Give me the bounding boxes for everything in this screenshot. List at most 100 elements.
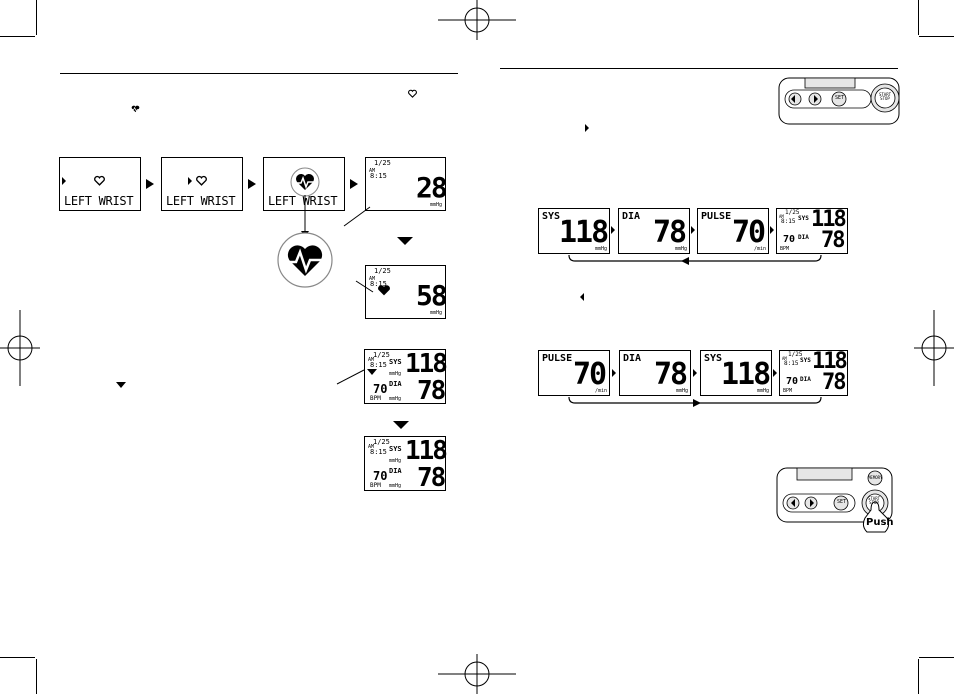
set-button-label: SET [837,499,847,505]
dia-label: DIA [389,380,402,388]
crop-mark [0,36,35,37]
callout-line [343,206,371,227]
lcd-sys-screen: SYS 118 mmHg [700,350,772,396]
lcd-ampm: AM [368,444,375,450]
inflate-unit: mmHg [430,202,443,208]
crop-mark [0,657,35,658]
right-triangle-icon [770,226,774,234]
dia-value: 78 [654,357,688,392]
set-button-label: SET [835,95,845,101]
mmhg-label: mmHg [389,396,402,402]
dia-label: DIA [798,234,809,241]
sys-value: 118 [405,349,448,379]
lcd-result-1: 1/25 AM 8:15 SYS 118 mmHg DIA 78 70 BPM … [364,349,448,404]
wrist-label: LEFT WRIST [64,194,134,208]
down-triangle-icon [116,382,126,388]
memory-button-label: MEMORY [868,475,883,480]
sys-value: 118 [559,215,609,250]
push-label: Push [866,517,894,528]
pulse-value: 70 [732,215,766,250]
right-triangle-icon [691,226,695,234]
heart-outline-icon [408,89,417,98]
lcd-date: 1/25 [785,209,800,216]
wrist-label: LEFT WRIST [268,194,338,208]
heart-outline-icon [94,175,105,186]
flow-arrow [350,179,358,189]
sys-label: SYS [800,357,811,364]
heart-beat-icon [290,167,320,197]
mmhg-label: mmHg [676,388,689,394]
mmhg-label: mmHg [757,388,770,394]
lcd-ampm: AM [369,168,376,174]
heart-beat-icon [277,232,333,288]
lcd-dia-screen: DIA 78 mmHg [619,350,691,396]
bpm-label: BPM [783,388,793,394]
lcd-ampm: AM [368,357,375,363]
bpm-label: BPM [370,395,381,402]
dia-label: DIA [623,353,642,364]
pulse-value: 70 [573,357,607,392]
pulse-value: 70 [373,469,388,483]
inflate-value: 58 [416,279,448,312]
sys-value: 118 [405,436,448,466]
crop-mark [919,36,954,37]
pulse-value: 70 [783,234,796,245]
dia-value: 78 [821,228,845,253]
lcd-date: 1/25 [373,438,390,446]
crop-mark [918,0,919,35]
down-arrow-icon [393,421,409,429]
dia-value: 78 [822,370,846,395]
pulse-label: PULSE [542,353,573,364]
mmhg-label: mmHg [389,483,402,489]
inflate-unit: mmHg [430,310,443,316]
lcd-time: 8:15 [370,280,387,288]
right-triangle-icon [611,226,615,234]
device-illustration-top [778,77,900,125]
lcd-time: 8:15 [781,218,796,225]
registration-mark-bottom [438,654,516,694]
pulse-value: 70 [786,376,799,387]
left-page-rule [60,73,458,74]
pulse-value: 70 [373,382,388,396]
lcd-time: 8:15 [370,172,387,180]
sys-label: SYS [798,215,809,222]
crop-mark [36,0,37,35]
dia-label: DIA [389,467,402,475]
sys-value: 118 [811,207,847,232]
sys-label: SYS [389,445,402,453]
registration-mark-right [914,310,954,386]
lcd-summary-screen: 1/25 AM 8:15 SYS 118 70 DIA 78 BPM [776,208,848,254]
lcd-time: 8:15 [370,448,387,456]
right-triangle-icon [188,177,192,185]
lcd-step-5: 1/25 AM 8:15 58 mmHg [365,265,448,319]
left-triangle-icon [580,293,584,301]
mmhg-label: mmHg [389,458,402,464]
sys-label: SYS [542,211,561,222]
lcd-time: 8:15 [784,360,799,367]
registration-mark-left [0,310,40,386]
mmhg-label: mmHg [595,246,608,252]
right-triangle-icon [810,499,814,507]
crop-mark [36,659,37,694]
start-stop-label: START STOP [867,496,881,505]
bpm-label: BPM [780,246,790,252]
down-triangle-icon [367,369,377,375]
sys-value: 118 [812,349,848,374]
right-page-rule [500,68,898,69]
lcd-summary-screen: 1/25 AM 8:15 SYS 118 70 DIA 78 BPM [779,350,848,396]
left-triangle-icon [791,499,795,507]
callout-line [301,195,309,237]
lcd-pulse-screen: PULSE 70 /min [697,208,769,254]
wrist-label: LEFT WRIST [166,194,236,208]
device-illustration-bottom [776,467,893,533]
heart-beat-icon [131,105,140,113]
callout-line [355,280,374,293]
registration-mark-top [438,0,516,40]
lcd-date: 1/25 [374,267,391,275]
dia-value: 78 [417,463,446,493]
inflate-value: 28 [416,171,448,204]
pulse-label: PULSE [701,211,732,222]
min-label: /min [754,246,767,252]
right-triangle-icon [773,369,777,377]
down-arrow-icon [397,237,413,245]
